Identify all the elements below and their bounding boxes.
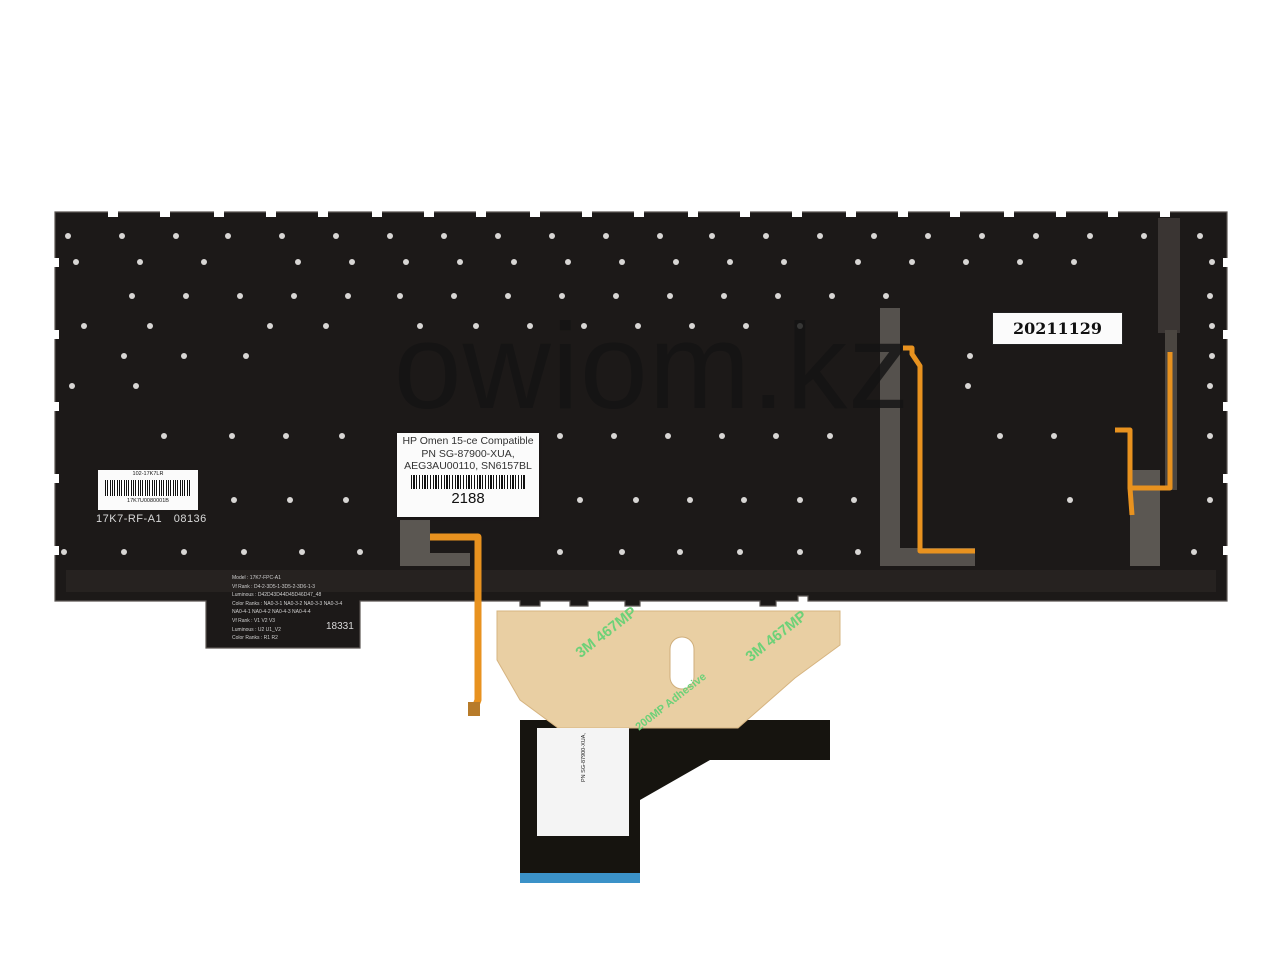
model-line: Luminous : D42D43D44D45D46D47_48 <box>232 592 322 599</box>
model-info-block: Model : 17K7-FPC-A1 Vf Rank : D4-2-3D5-1… <box>232 574 342 643</box>
flex-traces <box>903 345 1173 554</box>
board-code-suffix: 08136 <box>173 513 207 525</box>
plate-bottom-band <box>66 570 1216 592</box>
part-sticker-barcode <box>105 480 191 496</box>
label-line-2: PN SG-87900-XUA, <box>421 447 515 460</box>
label-line-1: HP Omen 15-ce Compatible <box>402 435 534 447</box>
flex-cable-tip <box>468 702 480 716</box>
label-number: 2188 <box>451 489 485 507</box>
model-line: NA0-4-1 NA0-4-2 NA0-4-3 NA0-4-4 <box>232 609 311 616</box>
tape-slot <box>669 636 695 690</box>
product-label: HP Omen 15-ce Compatible PN SG-87900-XUA… <box>397 433 539 517</box>
flex-pad-right <box>1130 470 1160 566</box>
watermark-text: owiom.kz <box>393 298 911 434</box>
barcode <box>411 474 525 489</box>
cable-label: PN SG-87900-XUA, <box>537 728 629 836</box>
ribbon-contacts <box>520 873 640 883</box>
label-line-3: AEG3AU00110, SN6157BL <box>404 460 532 472</box>
cable-label-text: PN SG-87900-XUA, <box>581 733 587 782</box>
part-sticker-top: 102-17K7LR <box>132 471 164 477</box>
date-label: 20211129 <box>992 312 1123 345</box>
model-line: Color Ranks : R1 R2 <box>232 635 278 642</box>
plate-notches <box>54 211 1228 555</box>
board-code-main: 17K7-RF-A1 <box>96 513 163 525</box>
adhesive-tape <box>496 610 841 729</box>
model-line: Model : 17K7-FPC-A1 <box>232 575 281 581</box>
backlight-strip <box>1158 218 1180 333</box>
board-code-2: 18331 <box>326 621 354 632</box>
flex-pad-middle <box>880 308 975 566</box>
model-line: Luminous : U2 U1_V2 <box>232 626 281 633</box>
rivet-holes <box>61 233 1215 587</box>
board-code: 17K7-RF-A1 08136 <box>96 513 207 525</box>
keyboard-plate <box>54 211 1228 649</box>
model-line: Vf Rank : V1 V2 V3 <box>232 617 276 624</box>
part-sticker: 102-17K7LR 17K7U0080001B <box>98 470 198 510</box>
flex-pad-left <box>400 520 470 566</box>
model-line: Vf Rank : D4-2-3D5-1-3D5-2-3D6-1-3 <box>232 583 316 590</box>
part-sticker-bottom: 17K7U0080001B <box>127 498 169 504</box>
model-line: Color Ranks : NA0-3-1 NA0-3-2 NA0-3-3 NA… <box>232 600 343 607</box>
